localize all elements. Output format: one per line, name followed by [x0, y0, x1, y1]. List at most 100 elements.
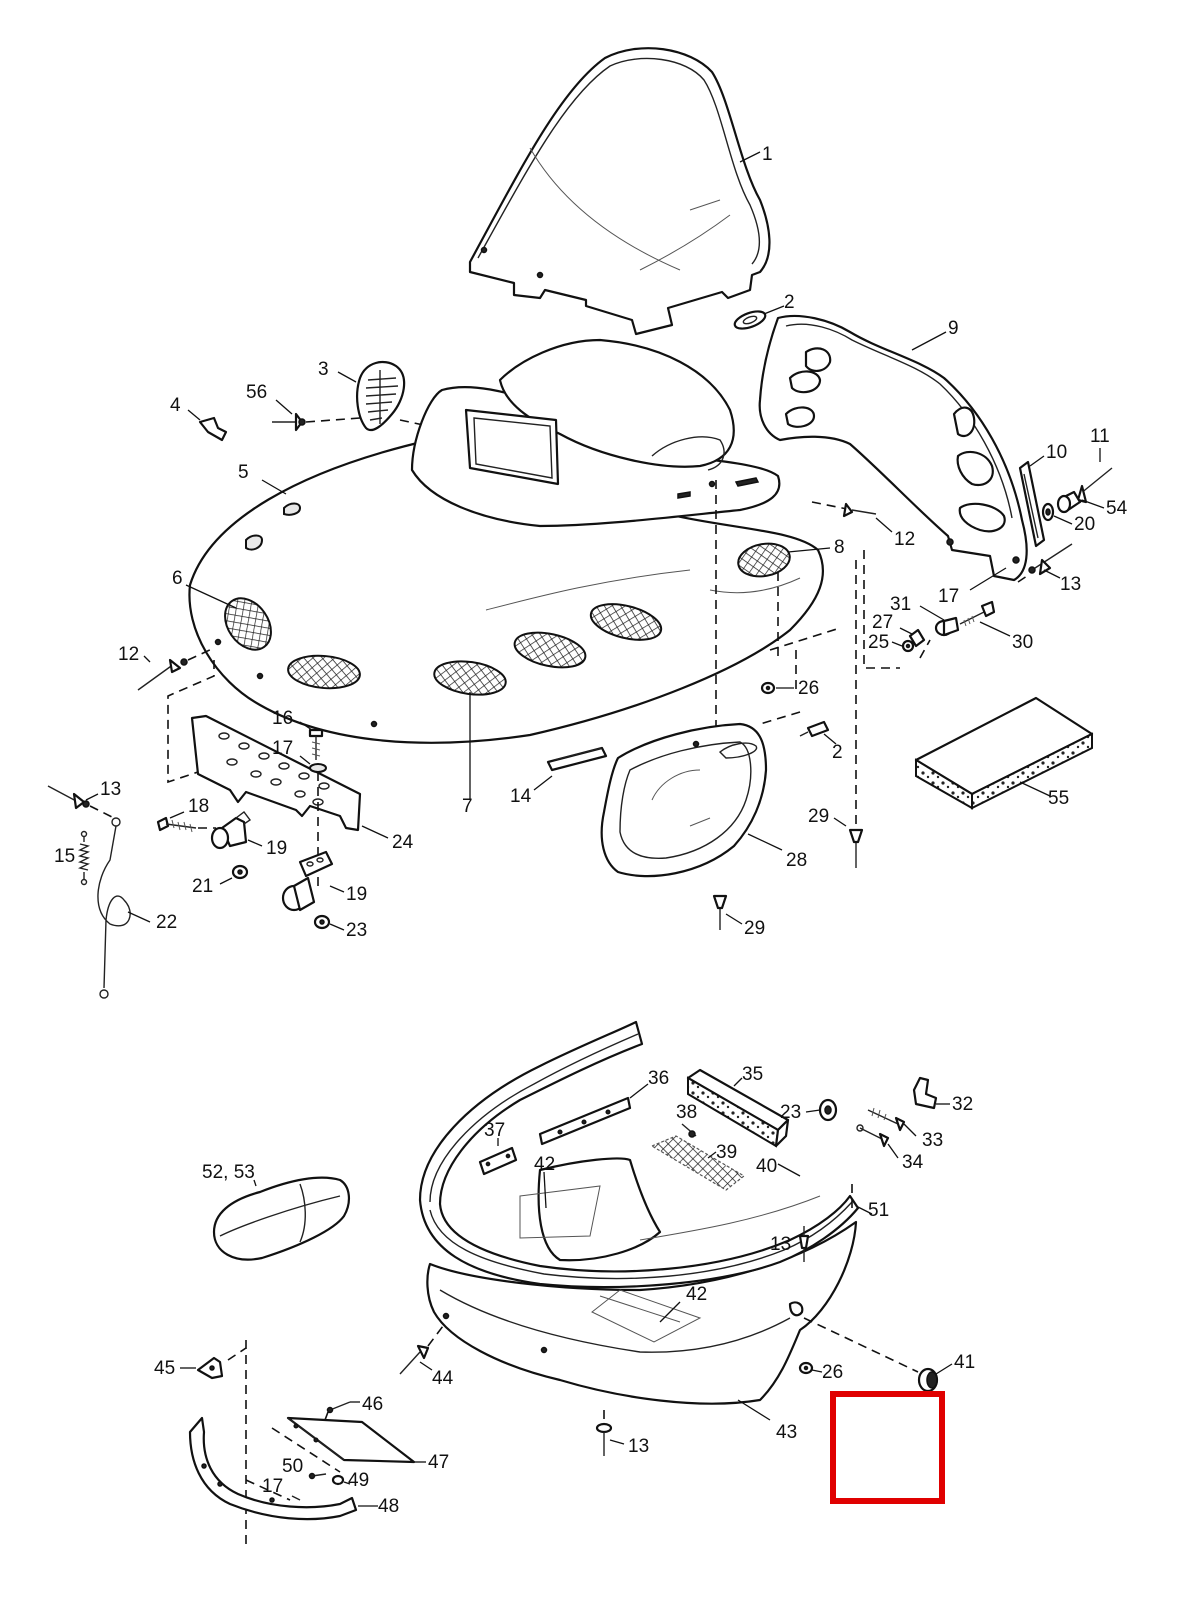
washer-17-left [309, 763, 327, 773]
callout-17-left: 17 [272, 738, 293, 759]
callout-44: 44 [432, 1368, 454, 1389]
clip-45 [196, 1356, 224, 1380]
callout-10: 10 [1046, 442, 1067, 463]
bumper-48 [188, 1416, 358, 1521]
side-panel [758, 314, 1028, 582]
nut-49 [331, 1474, 345, 1486]
rivet-13-right [1028, 543, 1073, 576]
callout-28: 28 [786, 850, 807, 871]
callout-13-right: 13 [1060, 574, 1081, 595]
callout-4: 4 [170, 395, 181, 416]
callout-34: 34 [902, 1152, 924, 1173]
bolt-34 [856, 1124, 890, 1148]
callout-2-top: 2 [784, 292, 795, 313]
clip-part-2 [733, 310, 767, 330]
nut-21 [231, 864, 249, 880]
damper-19-bottom [281, 850, 334, 912]
callout-42-upper: 42 [534, 1154, 555, 1175]
callout-38: 38 [676, 1102, 697, 1123]
callout-19-top: 19 [266, 838, 287, 859]
plug-41 [917, 1367, 939, 1393]
callout-35: 35 [742, 1064, 763, 1085]
callout-11: 11 [1090, 426, 1110, 447]
callout-12-right: 12 [894, 529, 915, 550]
callout-24: 24 [392, 832, 414, 853]
callout-17-lower: 17 [262, 1476, 283, 1497]
callout-30: 30 [1012, 632, 1033, 653]
rivet-44 [399, 1344, 430, 1375]
callout-54: 54 [1106, 498, 1128, 519]
callout-36: 36 [648, 1068, 669, 1089]
washer-20 [1041, 502, 1055, 522]
rivet-50 [308, 1472, 327, 1480]
vent-mesh-7 [433, 660, 507, 696]
callout-1: 1 [762, 144, 773, 165]
damper-19-top [210, 811, 252, 850]
callout-5: 5 [238, 462, 249, 483]
rivet-29-bottom [712, 894, 728, 930]
callout-17-right: 17 [938, 586, 959, 607]
vent-mesh-6 [224, 597, 272, 651]
bolt-33 [867, 1107, 906, 1132]
callout-7: 7 [462, 796, 473, 817]
callout-42-lower: 42 [686, 1284, 707, 1305]
mesh-39 [650, 1135, 746, 1191]
cable-22 [97, 817, 131, 999]
callout-12-left: 12 [118, 644, 139, 665]
callout-23-lower: 23 [780, 1102, 801, 1123]
nut-25 [901, 639, 915, 653]
vent-mesh-lower-left [287, 654, 361, 690]
strip-36 [538, 1096, 632, 1146]
callout-31: 31 [890, 594, 911, 615]
spring-15 [77, 830, 91, 886]
callout-32: 32 [952, 1094, 973, 1115]
callout-51: 51 [868, 1200, 889, 1221]
screw-16 [308, 728, 324, 760]
clip-27 [908, 628, 926, 648]
washer-26-lower [798, 1361, 814, 1375]
windshield [468, 47, 771, 336]
callout-41: 41 [954, 1352, 975, 1373]
vent-grille [356, 360, 406, 432]
callout-40: 40 [756, 1156, 777, 1177]
rivet-part-56 [272, 412, 306, 432]
strip-14 [546, 746, 608, 772]
callout-21: 21 [192, 876, 213, 897]
callout-13-left: 13 [100, 779, 121, 800]
bar-35 [686, 1068, 790, 1148]
bushing-31 [934, 616, 960, 637]
rivet-13-left [47, 785, 90, 810]
callout-6: 6 [172, 568, 183, 589]
vent-mesh-right [589, 603, 663, 641]
callout-3: 3 [318, 359, 329, 380]
mounting-bracket [190, 714, 362, 832]
tunnel-body [418, 1020, 860, 1289]
callout-29-bottom: 29 [744, 918, 765, 939]
rivet-29-right [848, 828, 864, 868]
callout-20: 20 [1074, 514, 1095, 535]
callout-39: 39 [716, 1142, 737, 1163]
seat-cushion [212, 1176, 350, 1261]
callout-49: 49 [348, 1470, 369, 1491]
latch-bar-10 [1018, 460, 1046, 548]
callout-56: 56 [246, 382, 267, 403]
rivet-12-left [137, 658, 188, 691]
grommet-23-lower [818, 1098, 838, 1122]
callout-26-top: 26 [798, 678, 819, 699]
callout-33: 33 [922, 1130, 943, 1151]
hood-console [410, 338, 781, 528]
callout-23-top: 23 [346, 920, 367, 941]
callout-18: 18 [188, 796, 209, 817]
callout-45: 45 [154, 1358, 175, 1379]
callout-16: 16 [272, 708, 293, 729]
clip-32 [912, 1076, 938, 1110]
callout-9: 9 [948, 318, 959, 339]
plate-47 [286, 1416, 416, 1464]
clip-2-lower [799, 720, 830, 738]
callout-43: 43 [776, 1422, 797, 1443]
callout-22: 22 [156, 912, 177, 933]
bushing-54 [1056, 490, 1082, 514]
washer-17-lower [291, 1495, 301, 1501]
bolt-18 [156, 816, 197, 833]
